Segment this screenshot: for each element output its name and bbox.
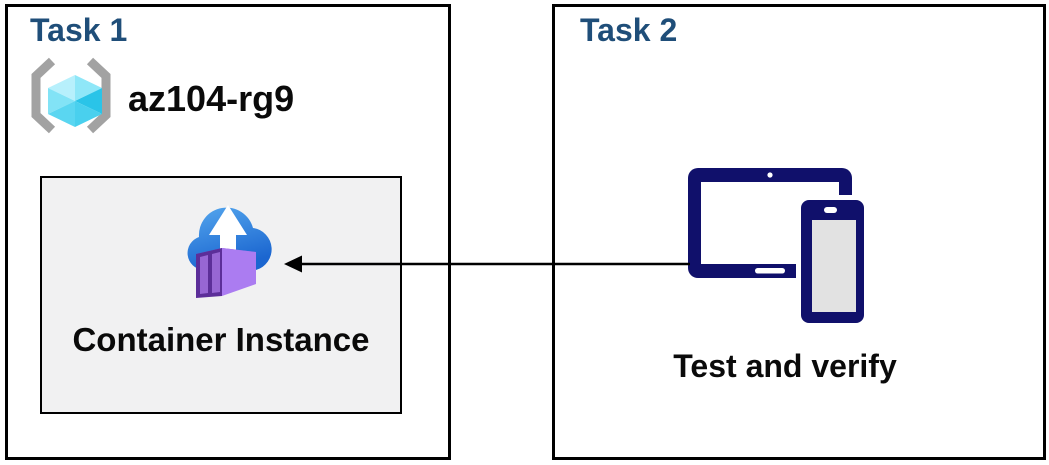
cube-icon bbox=[48, 75, 102, 127]
container-instance-label: Container Instance bbox=[72, 321, 370, 358]
phone-speaker bbox=[824, 207, 837, 213]
task2-title: Task 2 bbox=[580, 12, 678, 48]
resource-group-icon bbox=[31, 57, 111, 134]
tablet-home-button bbox=[755, 268, 785, 274]
resource-group-name: az104-rg9 bbox=[128, 78, 295, 119]
tablet-phone-icon bbox=[688, 168, 869, 328]
phone-screen bbox=[812, 220, 856, 312]
container-instances-icon bbox=[187, 205, 272, 298]
bracket-left bbox=[31, 57, 56, 134]
bracket-right bbox=[86, 57, 111, 134]
arrowhead-left bbox=[284, 255, 302, 273]
tablet-camera-dot bbox=[767, 172, 773, 178]
phone-icon bbox=[796, 195, 869, 328]
container-cube-icon bbox=[196, 248, 256, 298]
test-and-verify-label: Test and verify bbox=[673, 348, 897, 384]
connector-arrow bbox=[284, 255, 690, 273]
upload-arrow-icon bbox=[209, 205, 247, 254]
task1-title: Task 1 bbox=[30, 12, 128, 48]
